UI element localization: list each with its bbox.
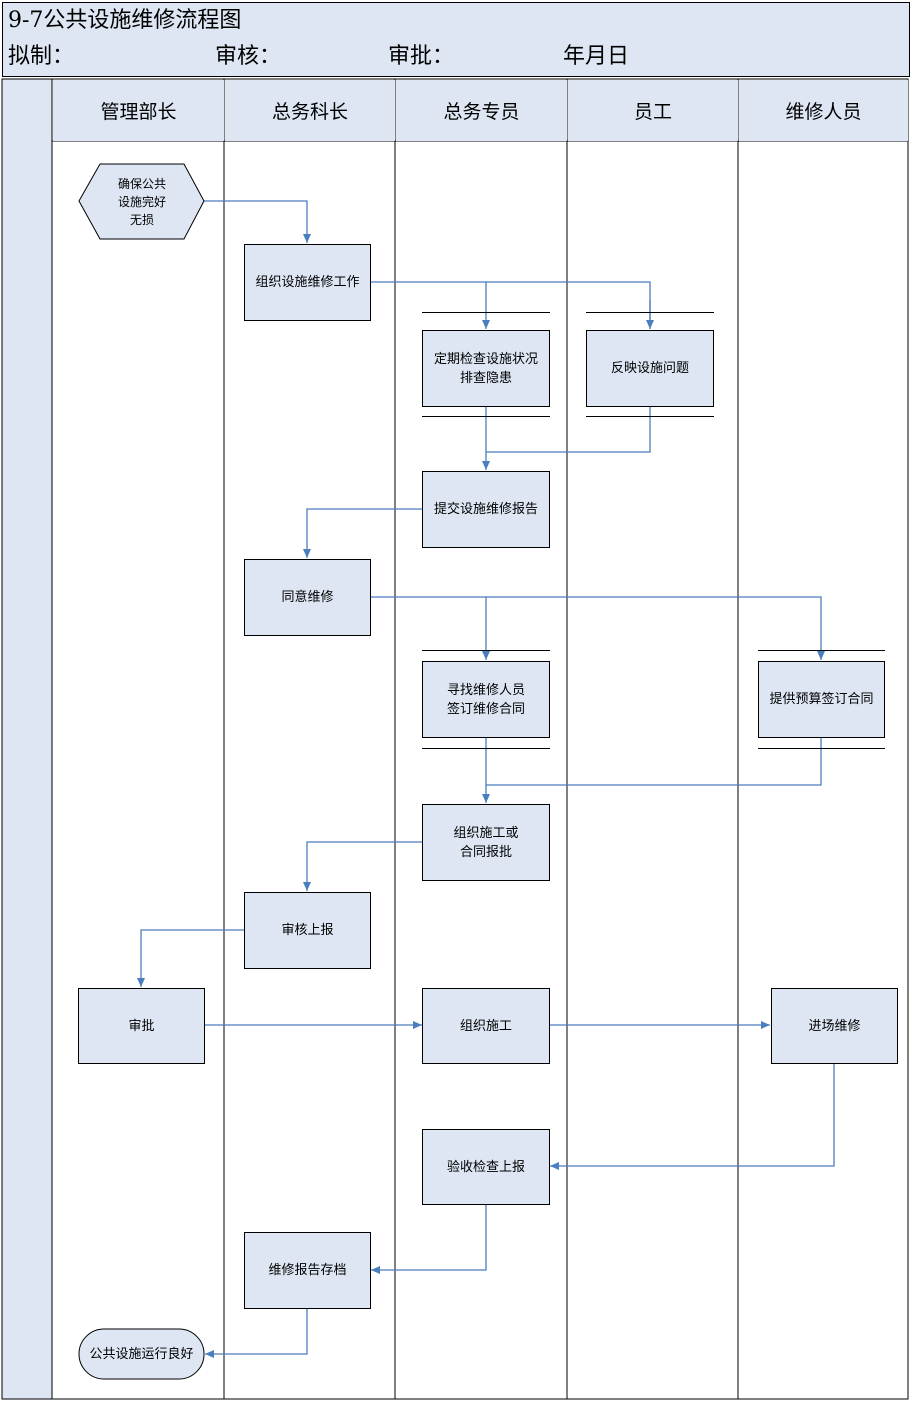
reviewed-label: 审核：	[215, 44, 282, 69]
divider-line	[758, 748, 885, 749]
node-budget-contract: 提供预算签订合同	[758, 661, 885, 738]
node-organize-work: 组织设施维修工作	[244, 244, 371, 321]
lane-header-repair-staff: 维修人员	[739, 80, 908, 141]
divider-line	[422, 748, 550, 749]
node-report-issue: 反映设施问题	[586, 330, 714, 407]
divider-line	[422, 650, 550, 651]
node-acceptance: 验收检查上报	[422, 1129, 550, 1205]
end-node: 公共设施运行良好	[89, 1346, 194, 1362]
node-organize-construction: 组织施工	[422, 988, 550, 1064]
lane-header-general-specialist: 总务专员	[396, 80, 567, 141]
node-inspect: 定期检查设施状况 排查隐患	[422, 330, 550, 407]
divider-line	[422, 416, 550, 417]
header-bar: 9-7公共设施维修流程图 拟制： 审核： 审批： 年月日	[2, 2, 910, 77]
lane-header-employee: 员工	[568, 80, 738, 141]
date-label: 年月日	[563, 44, 630, 69]
diagram-title: 9-7公共设施维修流程图	[8, 8, 242, 33]
divider-line	[758, 650, 885, 651]
lane-header-manager: 管理部长	[53, 80, 224, 141]
divider-line	[586, 416, 714, 417]
start-node: 确保公共 设施完好 无损	[117, 176, 166, 227]
node-organize-or-contract: 组织施工或 合同报批	[422, 804, 550, 881]
node-enter-repair: 进场维修	[771, 988, 898, 1064]
end-terminal	[78, 1328, 205, 1380]
lane-header-general-chief: 总务科长	[225, 80, 395, 141]
divider-line	[422, 312, 550, 313]
node-archive: 维修报告存档	[244, 1232, 371, 1309]
node-find-staff: 寻找维修人员 签订维修合同	[422, 661, 550, 738]
approved-label: 审批：	[388, 44, 455, 69]
drafted-label: 拟制：	[8, 44, 75, 69]
divider-line	[586, 312, 714, 313]
node-approve: 审批	[78, 988, 205, 1064]
node-agree-repair: 同意维修	[244, 559, 371, 636]
node-review-report: 审核上报	[244, 892, 371, 969]
start-hexagon	[78, 163, 205, 240]
node-submit-report: 提交设施维修报告	[422, 471, 550, 548]
